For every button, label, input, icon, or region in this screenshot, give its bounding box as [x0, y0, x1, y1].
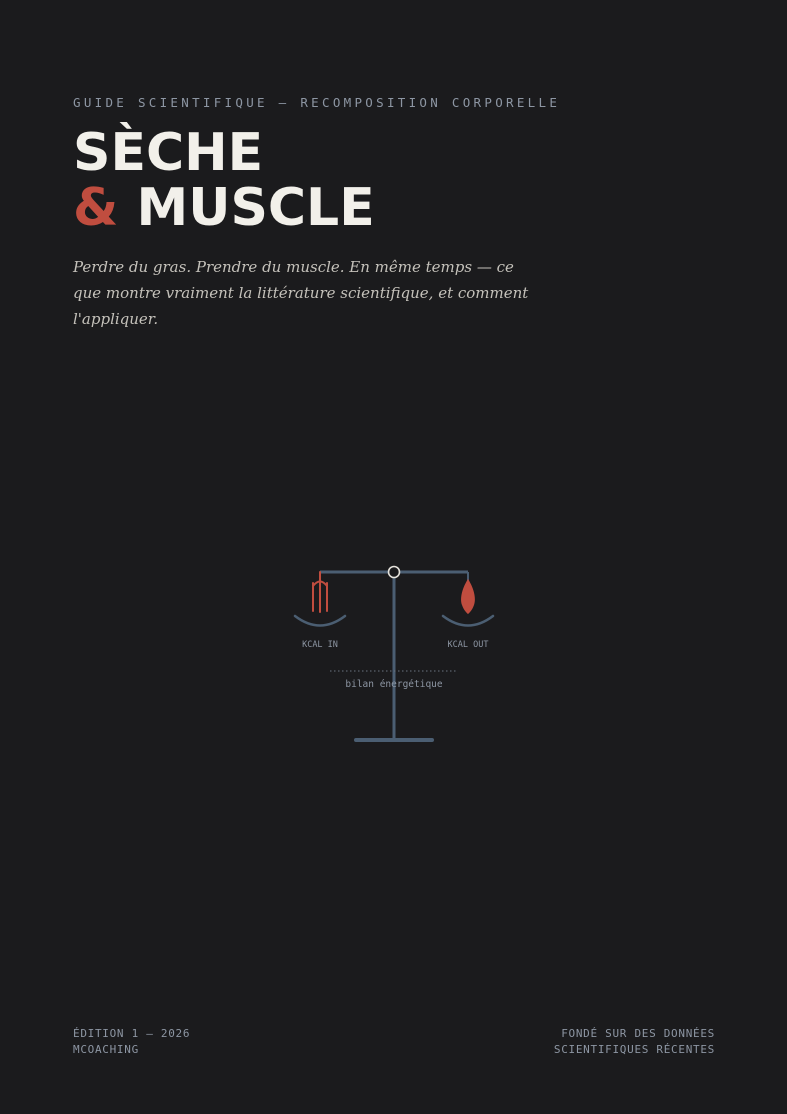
footer-right: FONDÉ SUR DES DONNÉES SCIENTIFIQUES RÉCE…: [554, 1026, 715, 1058]
title-line-2: MUSCLE: [136, 178, 375, 238]
title-line-1: SÈCHE: [73, 123, 264, 183]
balance-caption: bilan énergétique: [345, 679, 443, 690]
kcal-in-label: KCAL IN: [302, 640, 338, 650]
balance-scale-illustration: KCAL IN KCAL OUT bilan énergétique: [293, 565, 495, 742]
flame-icon: [461, 579, 475, 614]
page-title: SÈCHE & MUSCLE: [73, 126, 375, 236]
kcal-out-label: KCAL OUT: [448, 640, 489, 650]
left-pan: [293, 614, 347, 627]
edition-label: ÉDITION 1 — 2026: [73, 1027, 191, 1040]
right-pan: [441, 614, 495, 627]
fork-icon: [312, 571, 328, 613]
eyebrow-label: GUIDE SCIENTIFIQUE — RECOMPOSITION CORPO…: [73, 95, 561, 110]
footer-left: ÉDITION 1 — 2026 MCOACHING: [73, 1026, 190, 1058]
footer-claim-line-1: FONDÉ SUR DES DONNÉES: [561, 1027, 715, 1040]
title-ampersand: &: [73, 178, 119, 238]
lede-paragraph: Perdre du gras. Prendre du muscle. En mê…: [73, 258, 529, 328]
brand-label: MCOACHING: [73, 1043, 139, 1056]
scale-pivot: [387, 565, 401, 579]
footer-claim-line-2: SCIENTIFIQUES RÉCENTES: [553, 1043, 715, 1056]
